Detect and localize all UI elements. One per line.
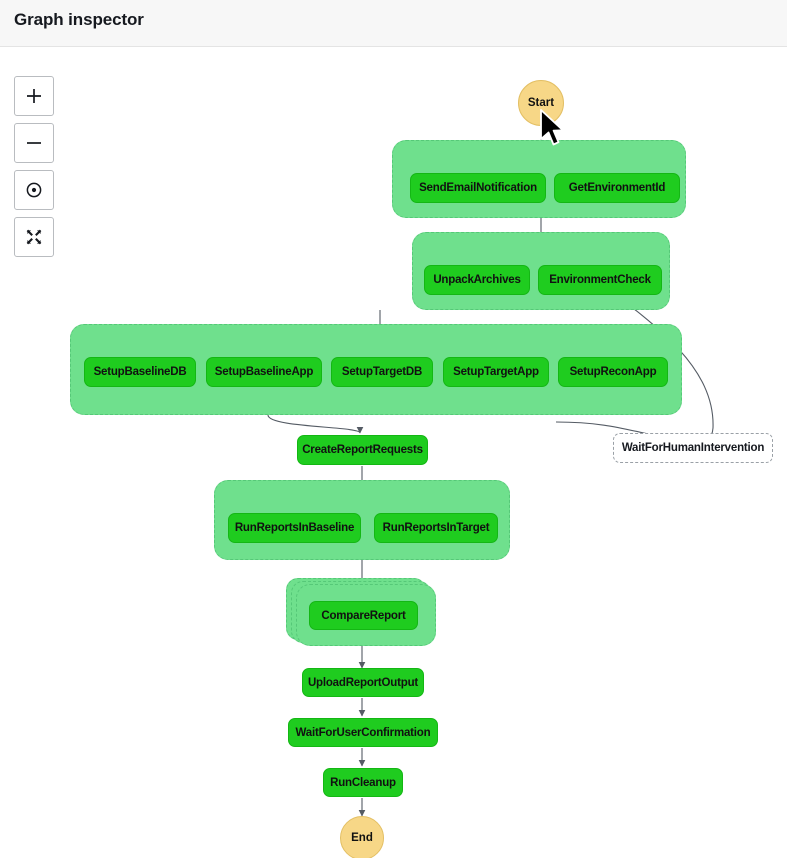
expand-icon [25,228,43,246]
node-waitforuserconfirmation[interactable]: WaitForUserConfirmation [288,718,438,747]
node-waitforhumanintervention[interactable]: WaitForHumanIntervention [613,433,773,463]
page-title: Graph inspector [14,10,144,29]
node-sendemailnotification[interactable]: SendEmailNotification [410,173,546,203]
node-runreportsintarget[interactable]: RunReportsInTarget [374,513,498,543]
node-setuptargetdb[interactable]: SetupTargetDB [331,357,433,387]
node-environmentcheck[interactable]: EnvironmentCheck [538,265,662,295]
graph-canvas[interactable]: Start End SendEmailNotification GetEnvir… [0,48,787,858]
zoom-out-button[interactable] [14,123,54,163]
node-end[interactable]: End [340,816,384,858]
node-setuptargetapp[interactable]: SetupTargetApp [443,357,549,387]
node-unpackarchives[interactable]: UnpackArchives [424,265,530,295]
node-setupbaselinedb[interactable]: SetupBaselineDB [84,357,196,387]
target-icon [25,181,43,199]
node-uploadreportoutput[interactable]: UploadReportOutput [302,668,424,697]
node-runreportsinbaseline[interactable]: RunReportsInBaseline [228,513,361,543]
node-runcleanup[interactable]: RunCleanup [323,768,403,797]
canvas-toolbar [14,76,54,264]
node-createreportrequests[interactable]: CreateReportRequests [297,435,428,465]
minus-icon [25,134,43,152]
node-setupreconapp[interactable]: SetupReconApp [558,357,668,387]
fit-to-screen-button[interactable] [14,217,54,257]
header-bar: Graph inspector [0,0,787,47]
edge-group3-createreport [267,414,364,434]
node-comparereport[interactable]: CompareReport [309,601,418,630]
zoom-in-button[interactable] [14,76,54,116]
node-setupbaselineapp[interactable]: SetupBaselineApp [206,357,322,387]
node-getenvironmentid[interactable]: GetEnvironmentId [554,173,680,203]
node-start[interactable]: Start [518,80,564,126]
plus-icon [25,87,43,105]
center-focus-button[interactable] [14,170,54,210]
